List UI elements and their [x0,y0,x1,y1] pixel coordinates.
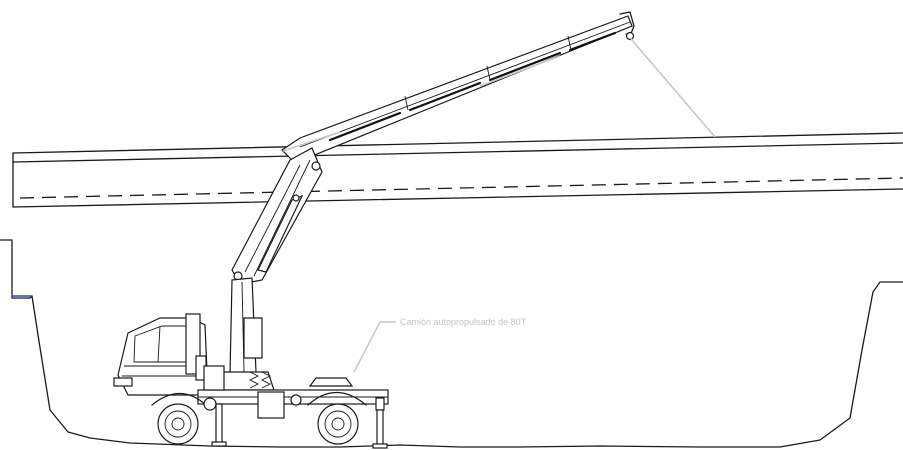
outrigger-rear [372,397,388,449]
fifth-wheel [308,377,354,387]
pivot-icon [292,194,300,202]
annotation-label: Camión autopropulsado de 80T [400,317,527,327]
crane-boom [281,11,635,161]
lifting-sling [282,38,716,152]
crane-truck [113,313,389,449]
spare-wheel [203,397,217,411]
pivot-icon [311,161,321,171]
headlight [113,377,133,387]
tool-box [257,391,285,419]
beam-centerline [19,177,903,199]
outrigger-front [211,403,227,447]
hook-icon [625,31,635,41]
annotation-leader [353,321,396,373]
crane-arm [215,147,323,391]
trench-profile [0,239,903,448]
bridge-beam [12,132,903,208]
annotation: Camión autopropulsado de 80T [353,317,527,373]
rear-wheel [317,403,359,445]
front-wheel [157,403,199,445]
